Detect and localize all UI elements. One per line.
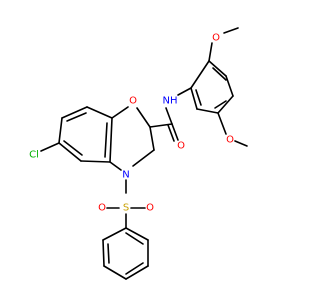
ring-oxygen: O bbox=[129, 96, 137, 107]
molecule-structure: O NH O O O Cl N S O O bbox=[29, 27, 248, 280]
carbonyl-oxygen: O bbox=[177, 141, 185, 152]
sulfonyl-oxygen-right: O bbox=[146, 203, 154, 214]
chlorine-atom: Cl bbox=[29, 150, 39, 161]
sulfur-atom: S bbox=[123, 203, 129, 214]
bond-lines bbox=[40, 27, 248, 280]
ring-nitrogen: N bbox=[122, 170, 129, 181]
sulfonyl-oxygen-left: O bbox=[98, 203, 106, 214]
amide-nitrogen: NH bbox=[163, 96, 178, 107]
methoxy-oxygen-bottom: O bbox=[226, 135, 234, 146]
atom-labels: O NH O O O Cl N S O O bbox=[29, 33, 234, 214]
methoxy-oxygen-top: O bbox=[212, 33, 220, 44]
